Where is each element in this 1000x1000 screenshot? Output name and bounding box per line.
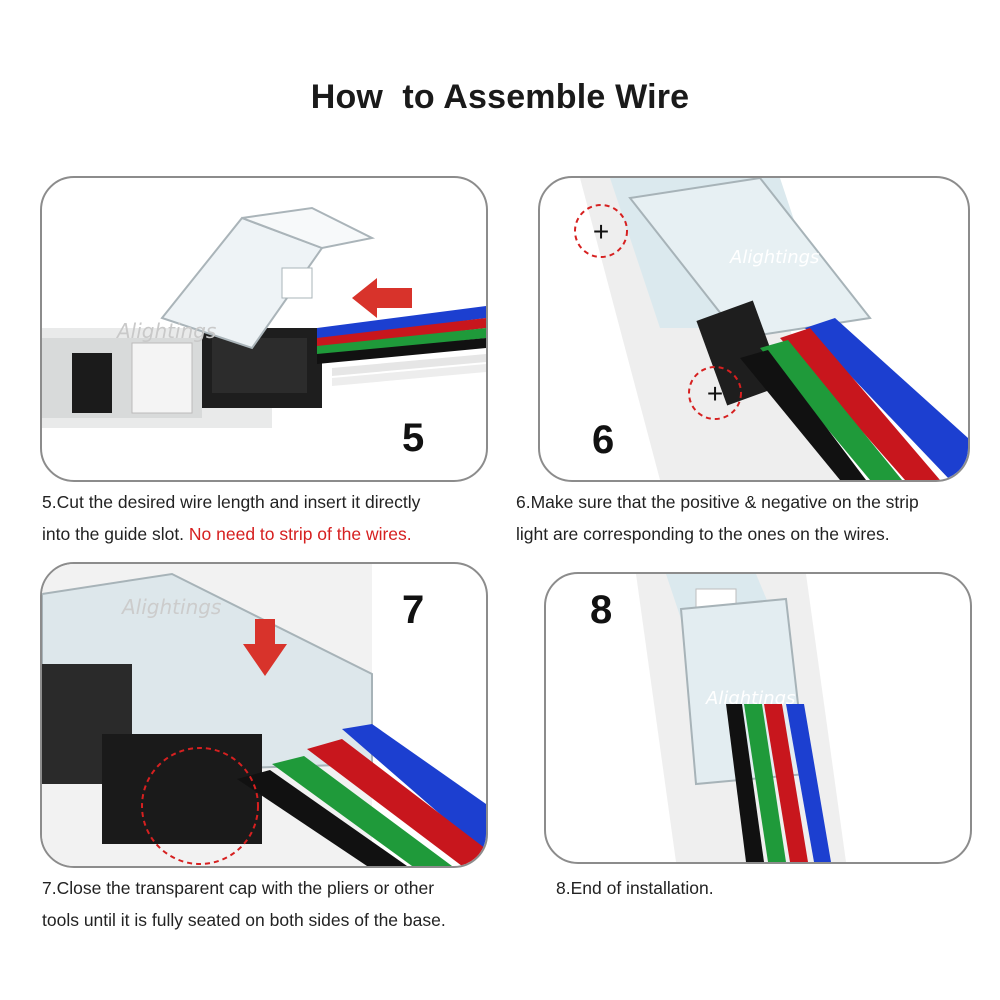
watermark: Alightings xyxy=(120,595,221,619)
step-8-panel: Alightings 8 xyxy=(544,572,972,864)
watermark: Alightings xyxy=(115,319,216,343)
step-5-caption: 5.Cut the desired wire length and insert… xyxy=(42,486,492,550)
watermark: Alightings xyxy=(705,688,795,709)
step-number: 5 xyxy=(402,416,425,460)
caption-line: tools until it is fully seated on both s… xyxy=(42,910,446,930)
page-title: How to Assemble Wire xyxy=(310,78,690,116)
step-6-panel: Alightings + + 6 xyxy=(538,176,970,482)
step-8-illustration: Alightings xyxy=(636,574,846,862)
caption-line: 7.Close the transparent cap with the pli… xyxy=(42,878,435,898)
caption-line: 6.Make sure that the positive & negative… xyxy=(516,492,919,512)
svg-text:+: + xyxy=(593,216,609,247)
red-arrow-icon xyxy=(243,619,287,676)
step-number: 8 xyxy=(590,588,613,632)
step-5-panel: Alightings 5 xyxy=(40,176,488,482)
wire-bundle xyxy=(726,704,831,862)
red-arrow-icon xyxy=(352,278,412,318)
step-6-illustration: Alightings + + xyxy=(574,178,968,480)
plus-marker-icon: + xyxy=(574,204,628,258)
wire-bundle xyxy=(317,306,486,386)
svg-text:+: + xyxy=(707,378,723,409)
step-6-caption: 6.Make sure that the positive & negative… xyxy=(516,486,986,550)
step-number: 6 xyxy=(592,418,615,462)
caption-highlight: No need to strip of the wires. xyxy=(188,524,412,544)
wire-bundle xyxy=(237,724,486,866)
caption-line: into the guide slot. No need to strip of… xyxy=(42,518,492,550)
caption-line: light are corresponding to the ones on t… xyxy=(516,524,890,544)
watermark: Alightings xyxy=(729,247,819,268)
wire-bundle xyxy=(740,318,968,480)
step-7-illustration: Alightings xyxy=(42,564,486,866)
caption-line: 5.Cut the desired wire length and insert… xyxy=(42,492,421,512)
caption-line: 8.End of installation. xyxy=(556,878,714,898)
step-7-caption: 7.Close the transparent cap with the pli… xyxy=(42,872,512,936)
step-8-caption: 8.End of installation. xyxy=(556,872,956,904)
step-5-illustration: Alightings xyxy=(42,206,486,428)
dashed-circle-icon xyxy=(141,747,259,865)
step-number: 7 xyxy=(402,588,425,632)
step-7-panel: Alightings 7 xyxy=(40,562,488,868)
plus-marker-icon: + xyxy=(688,366,742,420)
caption-text: into the guide slot. xyxy=(42,524,189,544)
